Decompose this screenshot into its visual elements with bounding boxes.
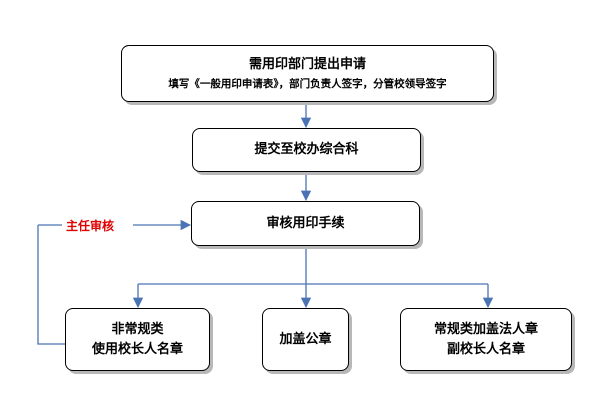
regular-node: 常规类加盖法人章 副校长人名章 bbox=[400, 308, 572, 371]
submit-node: 提交至校办综合科 bbox=[192, 128, 421, 172]
regular-line2: 副校长人名章 bbox=[446, 341, 525, 357]
loop-special-back-to-review bbox=[37, 225, 65, 345]
submit-title: 提交至校办综合科 bbox=[254, 142, 359, 157]
seal-node: 加盖公章 bbox=[262, 308, 349, 371]
loop-label: 主任审核 bbox=[66, 219, 115, 233]
seal-title: 加盖公章 bbox=[279, 331, 332, 347]
apply-note: 填写《一般用印申请表》，部门负责人签字，分管校领导签字 bbox=[168, 77, 447, 90]
review-title: 审核用印手续 bbox=[266, 215, 345, 231]
apply-node: 需用印部门提出申请 填写《一般用印申请表》，部门负责人签字，分管校领导签字 bbox=[121, 45, 494, 102]
apply-title: 需用印部门提出申请 bbox=[248, 56, 366, 72]
regular-line1: 常规类加盖法人章 bbox=[433, 321, 538, 337]
special-line2: 使用校长人名章 bbox=[91, 341, 183, 357]
special-line1: 非常规类 bbox=[111, 321, 164, 337]
review-node: 审核用印手续 bbox=[191, 201, 420, 246]
special-node: 非常规类 使用校长人名章 bbox=[65, 308, 210, 371]
